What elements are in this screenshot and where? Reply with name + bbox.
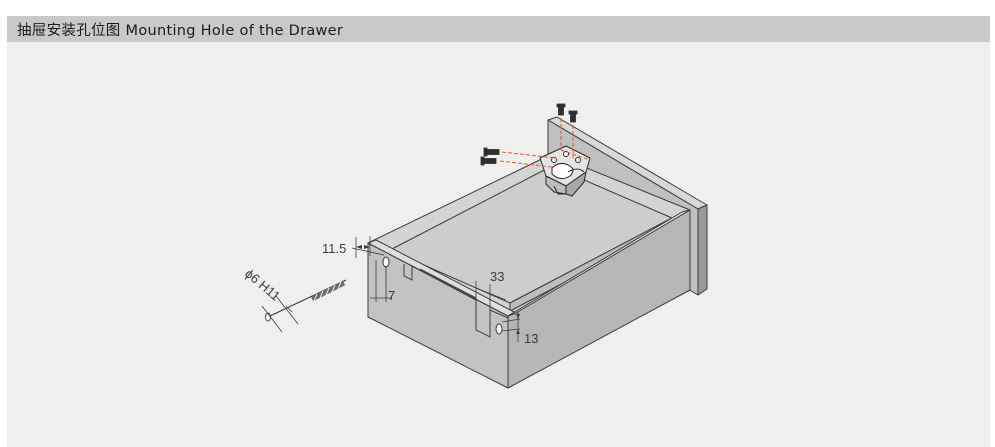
- dimension-front-offset: [351, 236, 385, 258]
- drawer-box: [367, 153, 691, 389]
- dimension-notch-width: [475, 281, 507, 312]
- screw-icon: [480, 156, 497, 166]
- screw-icon: [556, 103, 566, 116]
- dim-label-7: 7: [388, 288, 395, 303]
- locking-device: [539, 145, 591, 197]
- front-left-hole: [382, 256, 390, 268]
- figure-title: 抽屉安装孔位图 Mounting Hole of the Drawer: [17, 22, 344, 39]
- dimension-side-offset: [370, 260, 392, 302]
- front-right-hole: [495, 323, 503, 335]
- screw-icon: [568, 110, 578, 123]
- drawer-mounting-diagram: 11.5 7 33 13: [242, 103, 708, 389]
- dimension-bottom-offset: [501, 312, 521, 342]
- dim-label-33: 33: [490, 269, 504, 284]
- screw-guide-lines: [499, 118, 591, 168]
- screw-icon: [483, 147, 500, 157]
- drill-bit: [261, 279, 347, 333]
- dim-label-13: 13: [524, 331, 538, 346]
- dim-label-11-5: 11.5: [322, 241, 346, 256]
- drill-spec-label: ϕ6 H11: [242, 266, 283, 304]
- title-bar: 抽屉安装孔位图 Mounting Hole of the Drawer: [7, 16, 990, 42]
- diagram-panel: 11.5 7 33 13: [7, 42, 990, 447]
